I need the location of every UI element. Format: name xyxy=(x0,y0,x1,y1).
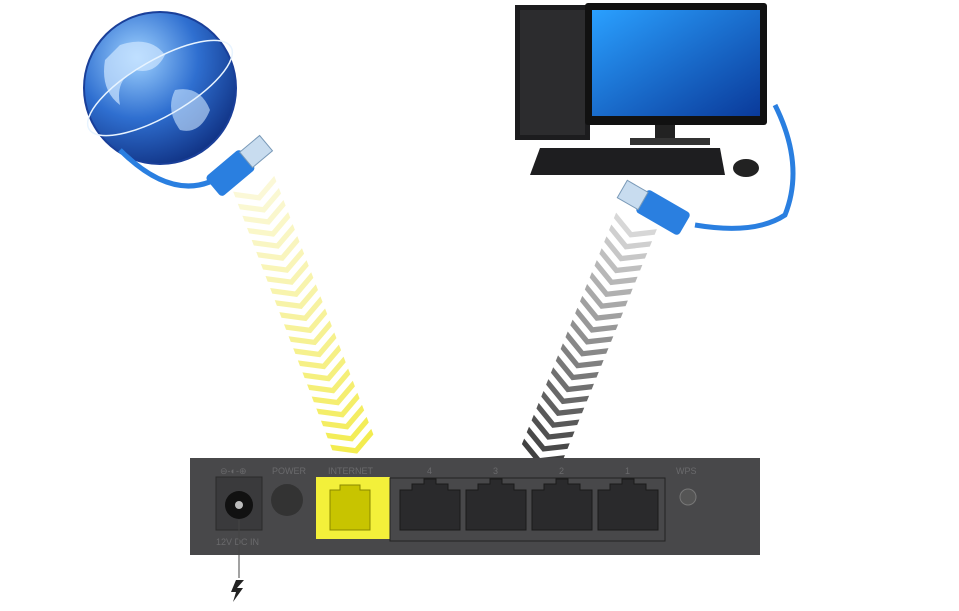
chevron xyxy=(311,380,355,406)
globe-icon xyxy=(83,11,237,165)
polarity-symbol: ⊖-◐-⊕ xyxy=(220,466,247,476)
chevron xyxy=(251,224,295,249)
chevron xyxy=(307,368,351,394)
chevron xyxy=(531,414,575,440)
chevron xyxy=(316,392,360,418)
lan-port-label: 4 xyxy=(427,466,432,476)
lightning-icon xyxy=(231,580,244,602)
chevron xyxy=(256,236,300,261)
router-back-panel: ⊖-◐-⊕ 12V DC IN POWER INTERNET 4 3 2 1 WPS xyxy=(190,458,760,555)
ethernet-plug-icon xyxy=(616,179,690,235)
chevron xyxy=(541,391,585,416)
computer-cable xyxy=(694,103,796,231)
chevron xyxy=(242,200,286,225)
chevron xyxy=(297,344,342,370)
chevron xyxy=(613,212,657,238)
chevron xyxy=(594,260,638,286)
chevron xyxy=(247,212,291,237)
chevron xyxy=(521,438,565,464)
chevron xyxy=(330,428,374,454)
internet-connection-chevrons xyxy=(233,175,374,454)
lan-port-3[interactable] xyxy=(465,478,527,531)
chevron xyxy=(233,175,277,201)
chevron xyxy=(546,379,590,405)
lan-port-label: 1 xyxy=(625,466,630,476)
chevron xyxy=(555,355,599,381)
chevron xyxy=(237,187,282,213)
chevron xyxy=(302,356,346,382)
chevron xyxy=(293,332,337,358)
chevron xyxy=(579,295,624,321)
chevron xyxy=(584,283,628,309)
chevron xyxy=(274,284,318,310)
wps-label: WPS xyxy=(676,466,697,476)
lan-port-label: 2 xyxy=(559,466,564,476)
chevron xyxy=(320,404,365,430)
lan-port-2[interactable] xyxy=(531,478,593,531)
chevron xyxy=(279,296,323,322)
chevron xyxy=(265,260,309,285)
computer-icon xyxy=(515,3,767,177)
power-button[interactable] xyxy=(271,484,303,516)
wps-button[interactable] xyxy=(679,488,697,506)
chevron xyxy=(283,308,328,334)
ethernet-plug-icon xyxy=(206,134,274,196)
chevron xyxy=(260,248,305,273)
chevron xyxy=(609,224,653,250)
chevron xyxy=(570,319,614,345)
chevron xyxy=(604,236,648,262)
chevron xyxy=(550,367,594,393)
chevron xyxy=(599,248,643,274)
chevron xyxy=(526,426,570,452)
chevron xyxy=(560,343,604,369)
chevron xyxy=(575,307,619,333)
lan-port-label: 3 xyxy=(493,466,498,476)
dc-in-label: 12V DC IN xyxy=(216,537,259,547)
chevron xyxy=(288,320,332,346)
lan-connection-chevrons xyxy=(521,212,657,464)
internet-label: INTERNET xyxy=(328,466,374,476)
chevron xyxy=(270,272,314,297)
power-label: POWER xyxy=(272,466,307,476)
chevron xyxy=(565,331,609,357)
chevron xyxy=(589,272,633,298)
lan-port-1[interactable] xyxy=(597,478,659,531)
chevron xyxy=(536,402,580,428)
lan-port-4[interactable] xyxy=(399,478,461,531)
chevron xyxy=(325,416,369,442)
